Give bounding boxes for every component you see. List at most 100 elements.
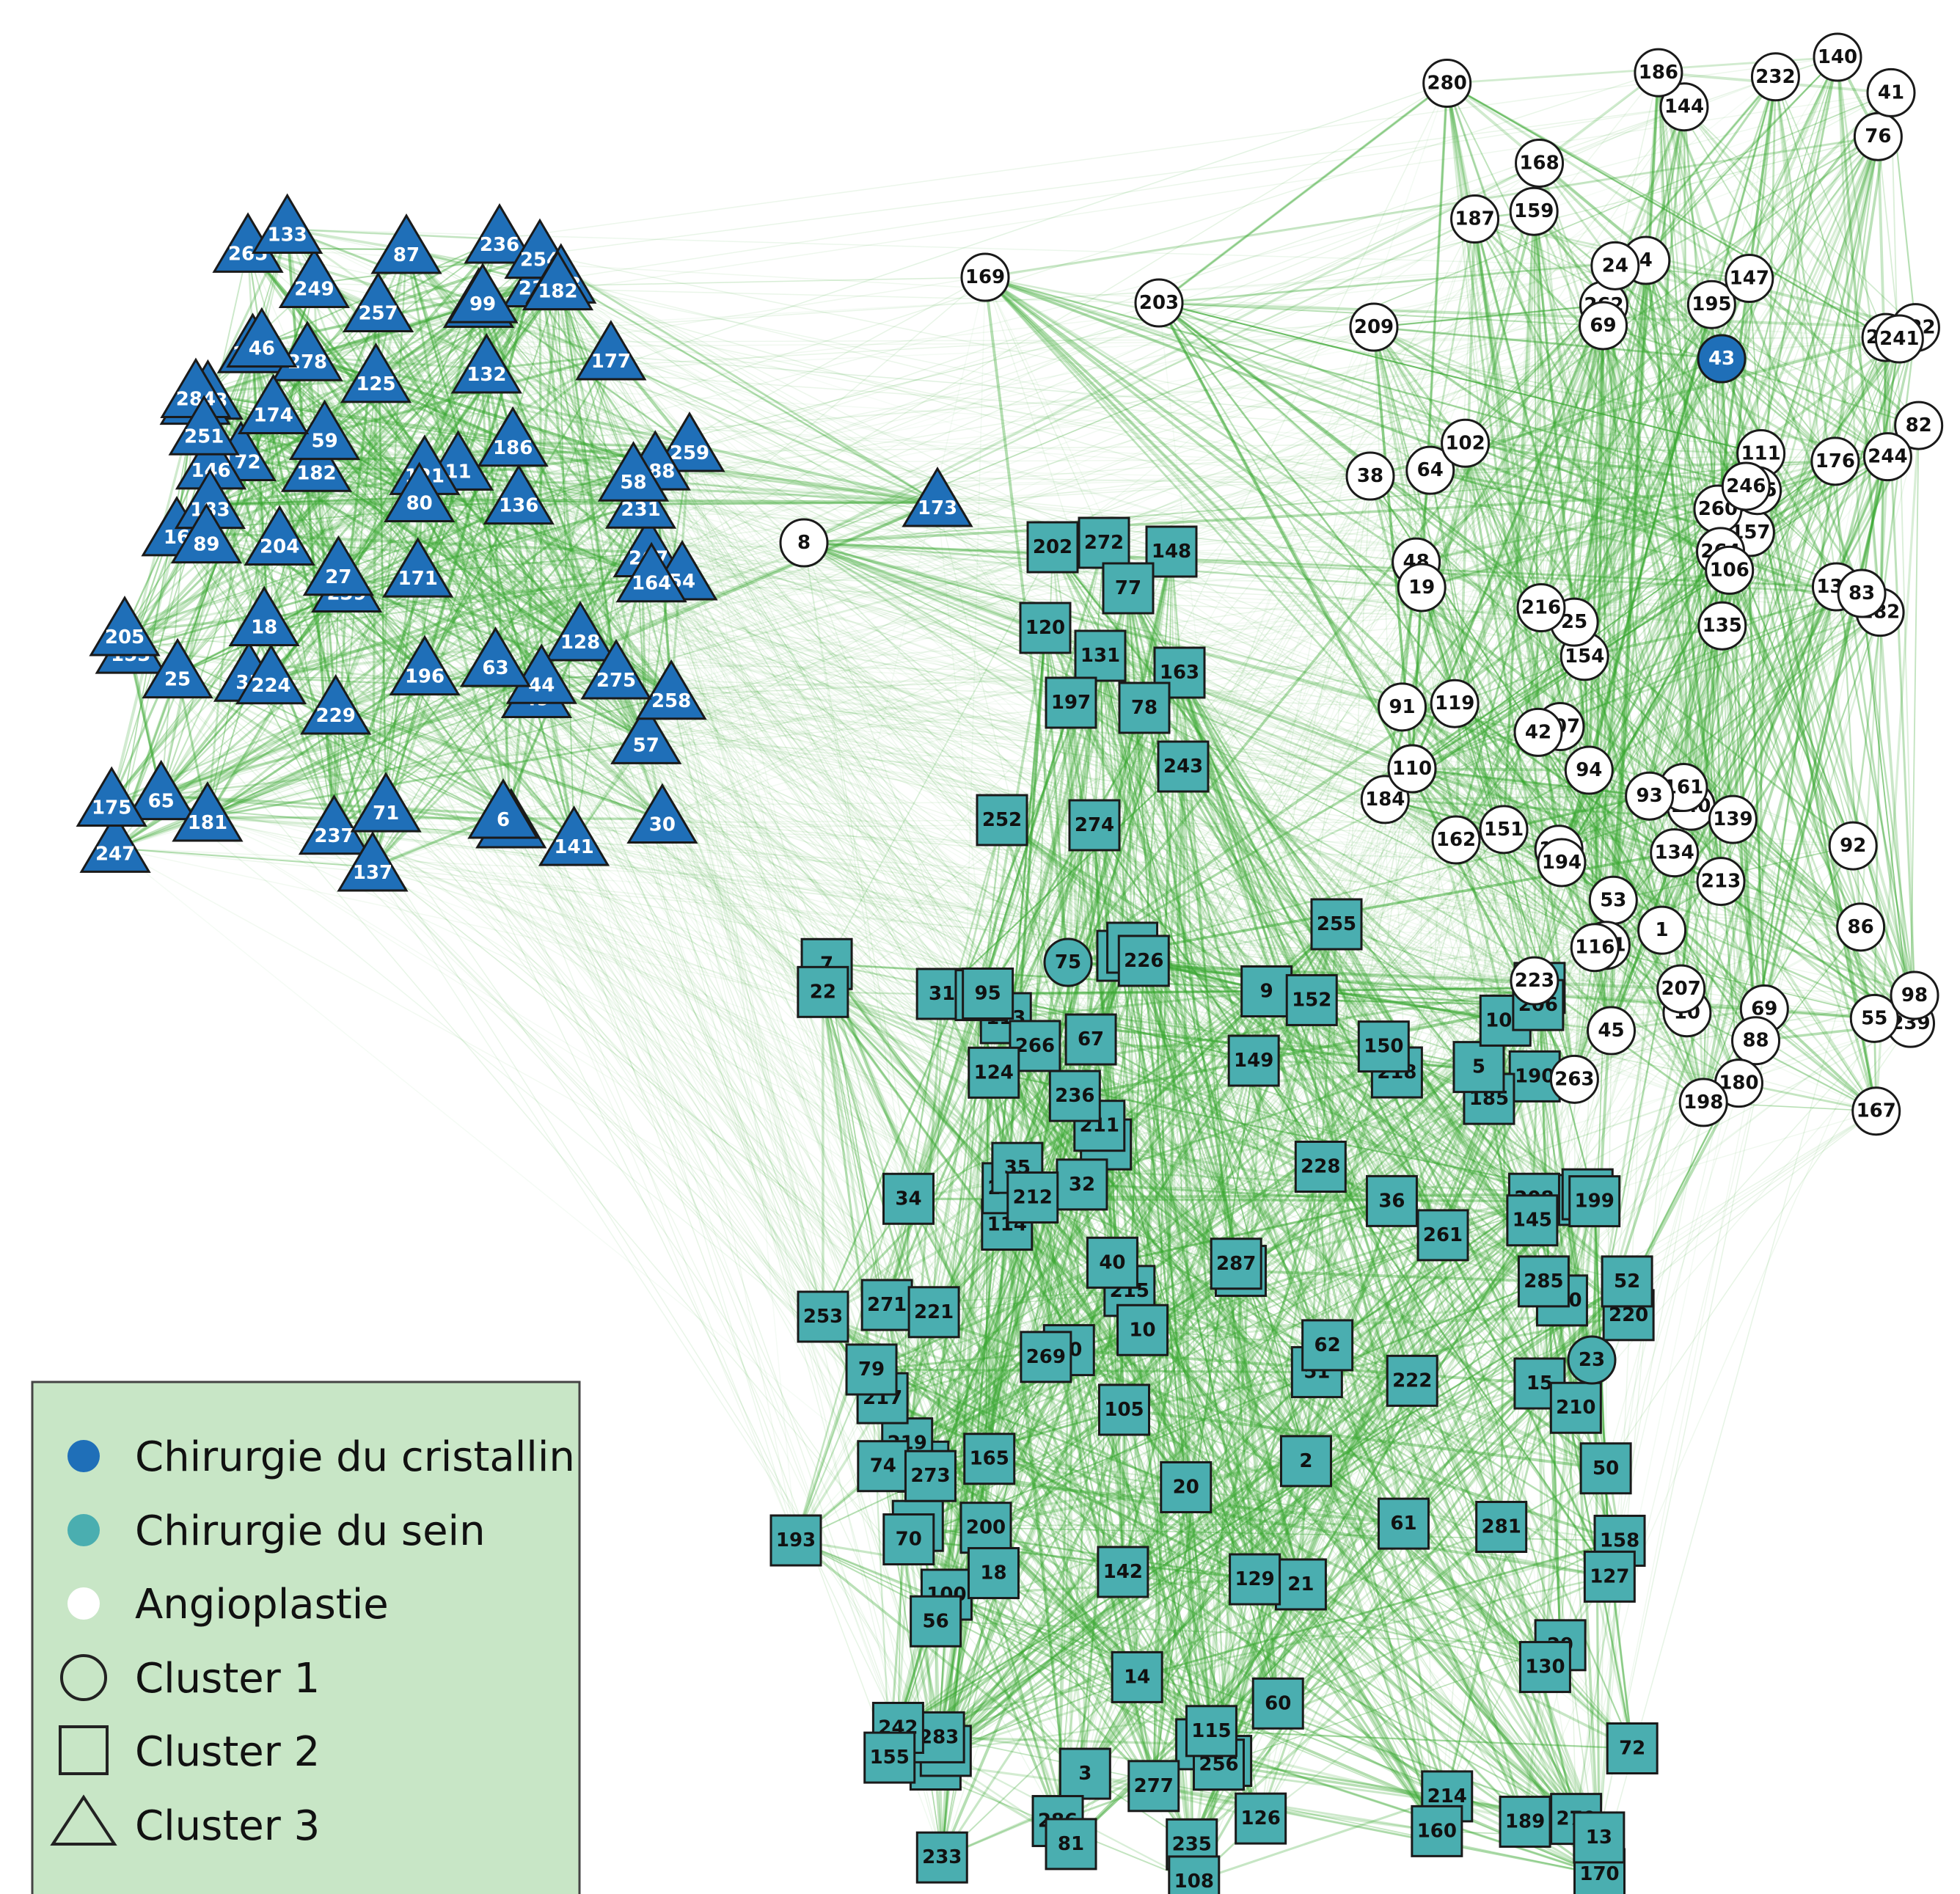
node-square-124: 124 xyxy=(968,1046,1020,1099)
edge xyxy=(160,541,281,797)
node-label: 186 xyxy=(493,437,533,459)
node-label: 102 xyxy=(1445,432,1485,454)
node-label: 6 xyxy=(497,809,510,831)
edge xyxy=(424,552,649,672)
node-label: 10 xyxy=(1129,1319,1155,1341)
node-square-222: 222 xyxy=(1386,1354,1438,1407)
node-label: 162 xyxy=(1436,829,1476,851)
node-label: 144 xyxy=(1664,96,1704,118)
edge xyxy=(307,356,673,696)
node-label: 195 xyxy=(1692,293,1731,315)
node-label: 127 xyxy=(1590,1565,1629,1587)
node-square-255: 255 xyxy=(1310,898,1363,951)
node-square-22: 22 xyxy=(797,965,849,1018)
node-circle-280: 280 xyxy=(1422,59,1472,109)
node-label: 27 xyxy=(325,566,351,588)
node-square-160: 160 xyxy=(1411,1805,1463,1857)
edge xyxy=(822,990,1075,1097)
edge xyxy=(1153,1785,1600,1876)
edge xyxy=(210,496,420,506)
edge xyxy=(378,281,539,310)
node-square-21: 21 xyxy=(1274,1558,1327,1611)
edge xyxy=(923,1465,1610,1579)
node-circle-232: 232 xyxy=(1750,52,1800,102)
edge xyxy=(207,738,647,819)
edge xyxy=(406,249,642,505)
node-circle-93: 93 xyxy=(1625,771,1675,821)
edge xyxy=(985,1200,1595,1529)
edge xyxy=(114,446,690,849)
node-label: 236 xyxy=(480,234,519,256)
node-label: 70 xyxy=(896,1529,922,1551)
edge xyxy=(1069,702,1322,1168)
edge xyxy=(324,253,541,436)
edge xyxy=(207,670,425,819)
edge xyxy=(123,348,254,632)
node-label: 125 xyxy=(356,373,395,395)
edge xyxy=(1193,1795,1448,1883)
node-label: 24 xyxy=(1602,255,1628,277)
edge xyxy=(1193,1345,1329,1882)
edge xyxy=(252,348,281,541)
node-label: 134 xyxy=(1655,842,1694,864)
node-label: 158 xyxy=(1600,1529,1639,1551)
edge xyxy=(1327,1344,1606,1469)
node-square-243: 243 xyxy=(1157,740,1210,793)
edge xyxy=(1327,1198,1535,1346)
edge xyxy=(207,816,662,821)
node-circle-213: 213 xyxy=(1696,857,1746,907)
edge xyxy=(1210,1020,1507,1732)
node-label: 4 xyxy=(1639,249,1653,271)
edge xyxy=(1124,1409,1546,1668)
edge xyxy=(502,636,582,815)
edge xyxy=(557,285,575,842)
node-label: 235 xyxy=(1172,1833,1212,1855)
edge xyxy=(114,709,337,849)
edge xyxy=(423,475,635,673)
node-label: 19 xyxy=(1408,577,1435,599)
node-label: 22 xyxy=(810,981,836,1003)
node-circle-159: 159 xyxy=(1509,186,1559,236)
node-label: 148 xyxy=(1152,541,1191,563)
edge xyxy=(897,1314,1629,1729)
node-label: 31 xyxy=(929,983,955,1005)
edge xyxy=(826,546,1053,965)
edge xyxy=(270,368,488,681)
node-circle-83: 83 xyxy=(1837,568,1887,618)
node-circle-106: 106 xyxy=(1705,545,1755,595)
node-square-20: 20 xyxy=(1160,1460,1213,1513)
node-square-210: 210 xyxy=(1549,1381,1602,1434)
edge xyxy=(247,247,581,637)
node-label: 204 xyxy=(260,535,299,557)
edge xyxy=(1240,1269,1544,1283)
edge xyxy=(114,446,690,849)
edge xyxy=(286,228,673,696)
node-label: 41 xyxy=(1878,81,1904,103)
edge xyxy=(939,1736,1202,1746)
node-square-202: 202 xyxy=(1026,521,1079,574)
edge xyxy=(1152,1060,1255,1786)
edge xyxy=(247,247,582,637)
edge xyxy=(1310,1000,1405,1524)
node-label: 55 xyxy=(1861,1007,1887,1029)
node-circle-134: 134 xyxy=(1650,828,1700,878)
node-label: 86 xyxy=(1848,916,1874,938)
node-circle-194: 194 xyxy=(1537,838,1587,888)
edge xyxy=(1593,1201,1611,1577)
node-label: 74 xyxy=(870,1455,896,1477)
edge xyxy=(160,469,426,797)
node-label: 229 xyxy=(316,705,356,727)
edge xyxy=(935,1280,1545,1766)
node-label: 82 xyxy=(1906,414,1932,436)
edge xyxy=(1200,1219,1534,1745)
legend-label-cluster-3: Cluster 3 xyxy=(135,1802,320,1850)
node-label: 77 xyxy=(1115,577,1141,599)
edge xyxy=(270,551,649,681)
node-circle-69: 69 xyxy=(1579,301,1628,351)
edge xyxy=(908,1538,1138,1678)
legend-label-cluster-2: Cluster 2 xyxy=(135,1728,320,1776)
edge xyxy=(1143,960,1213,1731)
edge xyxy=(458,464,938,504)
node-circle-19: 19 xyxy=(1397,563,1447,613)
edge xyxy=(405,249,576,842)
